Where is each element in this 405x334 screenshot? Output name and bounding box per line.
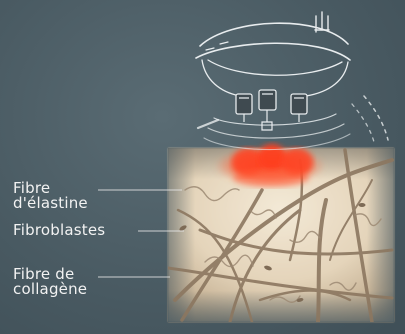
label-fibre-collagene-line2: collagène xyxy=(13,282,87,297)
label-fibre-elastine: Fibre d'élastine xyxy=(13,181,88,211)
label-fibre-collagene: Fibre de collagène xyxy=(13,267,87,297)
device-head xyxy=(196,12,350,96)
label-fibre-elastine-line2: d'élastine xyxy=(13,196,88,211)
label-fibroblastes: Fibroblastes xyxy=(13,223,105,238)
